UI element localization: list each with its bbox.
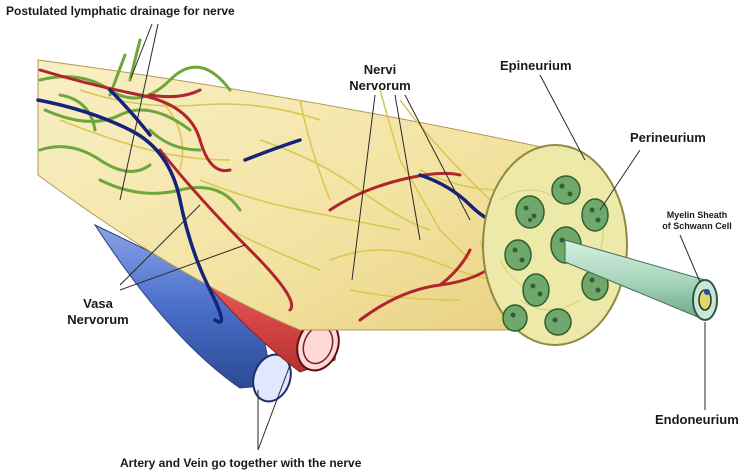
- label-vasa-nervorum: Vasa Nervorum: [58, 296, 138, 329]
- label-nervi-line1: Nervi: [340, 62, 420, 78]
- label-endoneurium: Endoneurium: [655, 412, 739, 428]
- label-myelin-sheath: Myelin Sheath of Schwann Cell: [650, 210, 744, 233]
- label-perineurium: Perineurium: [630, 130, 706, 146]
- label-vasa-line1: Vasa: [58, 296, 138, 312]
- label-myelin-line2: of Schwann Cell: [650, 221, 744, 232]
- label-epineurium: Epineurium: [500, 58, 572, 74]
- label-nervi-nervorum: Nervi Nervorum: [340, 62, 420, 95]
- label-vasa-line2: Nervorum: [58, 312, 138, 328]
- label-nervi-line2: Nervorum: [340, 78, 420, 94]
- nerve-trunk: [38, 60, 555, 330]
- label-lymphatic-drainage: Postulated lymphatic drainage for nerve: [6, 4, 235, 19]
- label-artery-vein: Artery and Vein go together with the ner…: [120, 456, 361, 471]
- label-myelin-line1: Myelin Sheath: [650, 210, 744, 221]
